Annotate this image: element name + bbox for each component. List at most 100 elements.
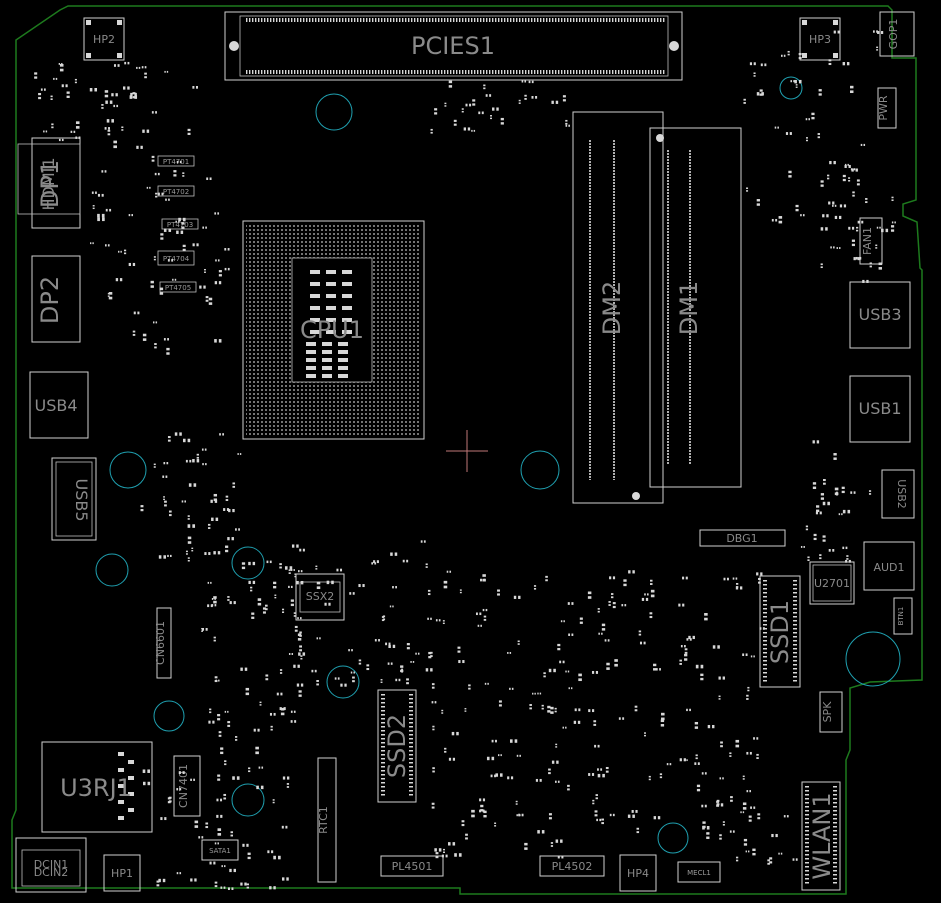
smd-pad — [300, 70, 302, 74]
smd-pad — [495, 739, 497, 743]
smd-pad — [164, 500, 167, 503]
smd-pad — [856, 179, 860, 182]
smd-pad — [196, 459, 200, 463]
smd-pad — [288, 572, 291, 574]
smd-pad — [447, 70, 449, 74]
smd-pad — [461, 823, 465, 827]
smd-pad — [101, 104, 104, 106]
smd-pad — [128, 262, 131, 267]
smd-pad — [891, 221, 894, 224]
smd-pad — [381, 782, 385, 784]
pt4701-label: PT4701 — [163, 158, 189, 166]
smd-pad — [385, 642, 388, 646]
smd-pad — [283, 707, 286, 711]
smd-pad — [663, 18, 665, 22]
smd-pad — [432, 770, 435, 773]
smd-pad — [349, 592, 352, 595]
smd-pad — [742, 775, 745, 778]
smd-pad — [746, 698, 749, 700]
smd-pad — [465, 833, 468, 836]
smd-pad — [657, 18, 659, 22]
smd-pad — [181, 226, 185, 229]
smd-pad — [409, 710, 413, 712]
smd-pad — [547, 705, 551, 709]
smd-pad — [679, 758, 682, 762]
smd-pad — [742, 807, 747, 810]
smd-pad — [269, 560, 272, 564]
smd-pad — [227, 537, 230, 541]
smd-pad — [859, 256, 862, 260]
btn1-label: BTN1 — [897, 607, 905, 626]
smd-pad — [489, 18, 491, 22]
smd-pad — [742, 778, 745, 780]
smd-pad — [685, 576, 688, 580]
hp1-label: HP1 — [111, 867, 133, 880]
smd-pad — [793, 628, 797, 630]
smd-pad — [306, 350, 316, 354]
smd-pad — [696, 784, 701, 788]
smd-pad — [793, 612, 797, 614]
smd-pad — [155, 192, 158, 195]
smd-pad — [381, 18, 383, 22]
smd-pad — [327, 70, 329, 74]
smd-pad — [763, 676, 767, 678]
cpu-socket-cpu1: CPU1 — [242, 220, 425, 440]
smd-pad — [601, 632, 603, 635]
smd-pad — [648, 778, 651, 781]
smd-pad — [95, 191, 97, 194]
smd-pad — [205, 463, 207, 466]
smd-pad — [497, 593, 500, 596]
smd-pad — [266, 560, 269, 564]
smd-pad — [498, 18, 500, 22]
smd-pad — [574, 708, 577, 712]
smd-pad — [568, 633, 571, 636]
smd-pad — [381, 698, 385, 700]
smd-pad — [480, 809, 484, 812]
smd-pad — [381, 726, 385, 728]
smd-pad — [763, 628, 767, 630]
smd-pad — [406, 682, 409, 685]
smd-pad — [833, 160, 836, 165]
smd-pad — [571, 687, 573, 690]
smd-pad — [593, 723, 597, 726]
smd-pad — [555, 746, 558, 748]
smd-pad — [220, 814, 223, 818]
smd-pad — [480, 18, 482, 22]
smd-pad — [848, 164, 851, 168]
smd-pad — [833, 814, 837, 816]
smd-pad — [489, 70, 491, 74]
smd-pad — [524, 98, 527, 100]
smd-pad — [597, 744, 600, 748]
smd-pad — [128, 214, 131, 217]
smd-pad — [730, 799, 733, 802]
smd-pad — [591, 18, 593, 22]
smd-pad — [686, 708, 688, 712]
smd-pad — [376, 560, 379, 564]
smd-pad — [567, 18, 569, 22]
smd-pad — [217, 828, 222, 831]
smd-pad — [535, 95, 538, 99]
smd-pad — [564, 18, 566, 22]
smd-pad — [852, 194, 855, 197]
smd-pad — [696, 788, 701, 792]
smd-pad — [486, 70, 488, 74]
smd-pad — [743, 838, 748, 842]
smd-pad — [217, 212, 220, 215]
smd-pad — [829, 160, 832, 165]
smd-pad — [576, 18, 578, 22]
smd-pad — [209, 177, 212, 181]
smd-pad — [565, 122, 568, 125]
smd-pad — [409, 778, 413, 780]
smd-pad — [483, 87, 486, 90]
smd-pad — [645, 597, 649, 601]
smd-pad — [381, 770, 385, 772]
dp2-label: DP2 — [36, 276, 64, 324]
smd-pad — [409, 790, 413, 792]
smd-pad — [753, 72, 756, 74]
smd-pad — [856, 183, 860, 186]
smd-pad — [743, 102, 746, 104]
smd-pad — [833, 798, 837, 800]
smd-pad — [606, 18, 608, 22]
smd-pad — [461, 108, 464, 110]
smd-pad — [781, 54, 783, 57]
